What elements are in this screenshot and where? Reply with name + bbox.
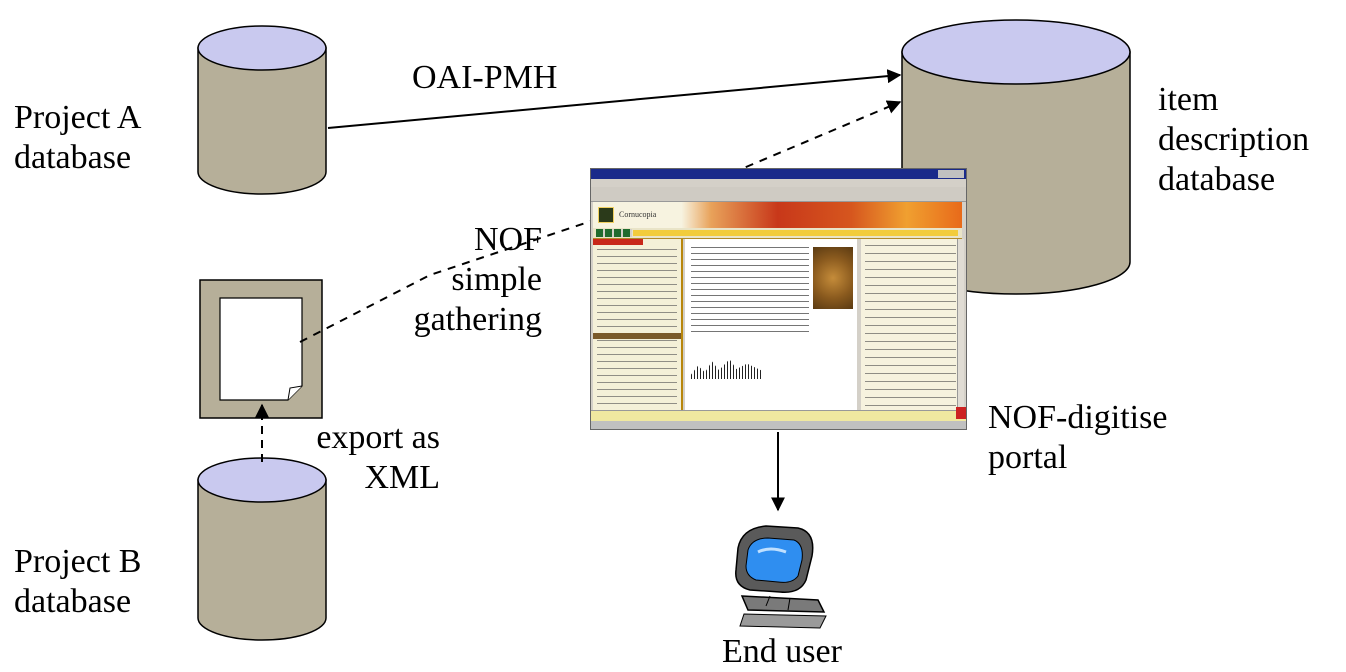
project-a-label: Project A database bbox=[14, 98, 141, 178]
project-a-label-line-2: database bbox=[14, 139, 132, 176]
end-user-computer-icon bbox=[735, 525, 827, 629]
portal-taskbar bbox=[591, 421, 966, 429]
item-description-label-line-2: description bbox=[1158, 121, 1310, 158]
portal-sidebar bbox=[593, 239, 683, 411]
nof-simple-gathering-label: NOF simple gathering bbox=[384, 220, 542, 340]
portal-sidebar-text bbox=[597, 249, 677, 407]
portal-scrollbar bbox=[957, 239, 964, 411]
oai-pmh-arrow bbox=[327, 69, 902, 129]
portal-right-column bbox=[861, 239, 958, 411]
portal-main-image bbox=[813, 247, 853, 309]
nof-digitise-portal-screenshot: Cornucopia bbox=[590, 168, 967, 430]
portal-banner: Cornucopia bbox=[593, 202, 962, 228]
portal-sidebar-subheader bbox=[593, 333, 681, 339]
portal-right-text bbox=[865, 245, 956, 407]
end-user-label: End user bbox=[722, 633, 842, 670]
project-b-label-line-1: Project B bbox=[14, 543, 142, 580]
nof-digitise-portal-line-1: NOF-digitise bbox=[988, 399, 1168, 436]
portal-window-titlebar bbox=[591, 169, 966, 179]
item-description-label-line-1: item bbox=[1158, 81, 1219, 118]
nof-digitise-portal-label: NOF-digitise portal bbox=[988, 398, 1167, 478]
portal-main-text bbox=[691, 247, 809, 337]
portal-toolbar bbox=[591, 187, 966, 202]
portal-window-buttons bbox=[938, 170, 964, 178]
xml-document-frame bbox=[199, 279, 323, 419]
portal-menubar bbox=[591, 179, 966, 187]
portal-main-chart bbox=[691, 359, 761, 379]
portal-logo bbox=[598, 207, 614, 223]
oai-pmh-label: OAI-PMH bbox=[412, 59, 558, 96]
portal-nav-icons bbox=[596, 229, 632, 237]
export-as-xml-line-1: export as bbox=[316, 419, 440, 456]
portal-nav-row bbox=[593, 228, 962, 239]
project-b-label-line-2: database bbox=[14, 583, 132, 620]
project-a-database-cylinder bbox=[197, 25, 327, 195]
project-a-label-line-1: Project A bbox=[14, 99, 142, 136]
portal-main-content bbox=[685, 239, 857, 411]
nof-simple-gathering-line-1: NOF bbox=[473, 221, 542, 258]
portal-brand-text: Cornucopia bbox=[619, 210, 657, 219]
export-as-xml-line-2: XML bbox=[364, 459, 440, 496]
project-b-label: Project B database bbox=[14, 542, 141, 622]
portal-sidebar-header bbox=[593, 239, 643, 245]
nof-digitise-portal-line-2: portal bbox=[988, 439, 1068, 476]
portal-status-bar bbox=[591, 410, 966, 421]
nof-simple-gathering-line-2: simple bbox=[451, 261, 542, 298]
portal-red-badge bbox=[956, 407, 966, 419]
nof-simple-gathering-line-3: gathering bbox=[413, 301, 542, 338]
item-description-label-line-3: database bbox=[1158, 161, 1276, 198]
project-b-database-cylinder bbox=[197, 457, 327, 641]
export-as-xml-label: export as XML bbox=[288, 418, 440, 498]
portal-gold-bar bbox=[633, 230, 958, 236]
item-description-label: item description database bbox=[1158, 80, 1309, 200]
